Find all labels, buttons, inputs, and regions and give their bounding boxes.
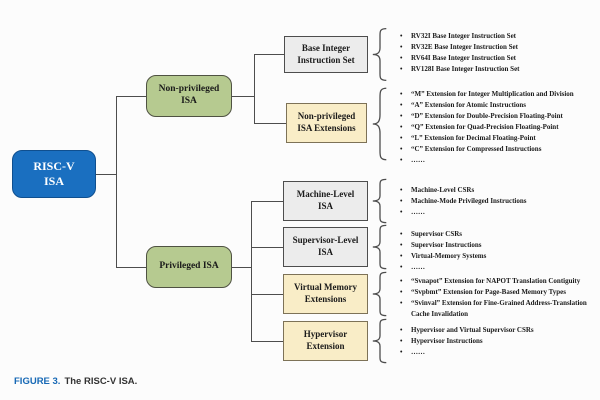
- list-item: “Svpbmt” Extension for Page-Based Memory…: [398, 287, 598, 298]
- list-item: RV32E Base Integer Instruction Set: [398, 42, 598, 53]
- connector-line: [96, 174, 116, 175]
- connector-line: [251, 201, 283, 202]
- connector-line: [251, 341, 283, 342]
- virtual-memory-item-list: “Svnapot” Extension for NAPOT Translatio…: [398, 276, 598, 320]
- connector-line: [254, 123, 286, 124]
- connector-line: [116, 96, 117, 267]
- list-item: Supervisor CSRs: [398, 229, 598, 240]
- figure-caption-text: The RISC-V ISA.: [64, 376, 138, 387]
- list-item: Virtual-Memory Systems: [398, 251, 598, 262]
- box-supervisor-level-isa: Supervisor-Level ISA: [283, 227, 368, 267]
- box-base-integer-instruction-set: Base Integer Instruction Set: [284, 36, 368, 73]
- left-brace-icon: [371, 178, 389, 224]
- list-item: Hypervisor Instructions: [398, 336, 598, 347]
- box-virtual-memory-extensions: Virtual Memory Extensions: [283, 274, 368, 314]
- figure-caption: FIGURE 3.The RISC-V ISA.: [14, 376, 137, 387]
- node-riscv-isa-label-line2: ISA: [43, 174, 64, 188]
- connector-line: [251, 201, 252, 341]
- left-brace-icon: [371, 224, 389, 270]
- list-item: “Svnapot” Extension for NAPOT Translatio…: [398, 276, 598, 287]
- node-non-privileged-isa-label: Non-privileged ISA: [158, 84, 220, 106]
- base-integer-item-list: RV32I Base Integer Instruction SetRV32E …: [398, 31, 598, 75]
- node-privileged-isa-label: Privileged ISA: [159, 261, 219, 272]
- node-non-privileged-isa: Non-privileged ISA: [146, 75, 232, 117]
- list-item: ……: [398, 155, 598, 166]
- box-label: Base Integer Instruction Set: [297, 42, 355, 65]
- node-riscv-isa: RISC-V ISA: [12, 150, 96, 198]
- hypervisor-item-list: Hypervisor and Virtual Supervisor CSRsHy…: [398, 325, 598, 358]
- box-hypervisor-extension: Hypervisor Extension: [283, 321, 368, 361]
- left-brace-icon: [371, 318, 389, 364]
- machine-level-item-list: Machine-Level CSRsMachine-Mode Privilege…: [398, 185, 598, 218]
- box-label: Machine-Level ISA: [296, 189, 355, 211]
- left-brace-icon: [371, 271, 389, 317]
- list-item: RV128I Base Integer Instruction Set: [398, 64, 598, 75]
- box-machine-level-isa: Machine-Level ISA: [283, 181, 368, 221]
- box-non-privileged-isa-extensions: Non-privileged ISA Extensions: [286, 103, 367, 143]
- list-item: Hypervisor and Virtual Supervisor CSRs: [398, 325, 598, 336]
- connector-line: [116, 96, 146, 97]
- connector-line: [254, 54, 255, 123]
- list-item: “A” Extension for Atomic Instructions: [398, 100, 598, 111]
- left-brace-icon: [371, 27, 389, 82]
- node-riscv-isa-label-line1: RISC-V: [33, 159, 75, 173]
- list-item: Machine-Mode Privileged Instructions: [398, 196, 598, 207]
- list-item: RV32I Base Integer Instruction Set: [398, 31, 598, 42]
- connector-line: [232, 267, 251, 268]
- box-label: Non-privileged ISA Extensions: [297, 111, 356, 133]
- list-item: “M” Extension for Integer Multiplication…: [398, 89, 598, 100]
- box-label: Virtual Memory Extensions: [294, 282, 357, 304]
- list-item: ……: [398, 207, 598, 218]
- connector-line: [116, 267, 146, 268]
- connector-line: [251, 294, 283, 295]
- list-item: “Svinval” Extension for Fine-Grained Add…: [398, 298, 598, 320]
- list-item: ……: [398, 262, 598, 273]
- list-item: ……: [398, 347, 598, 358]
- list-item: “C” Extension for Compressed Instruction…: [398, 144, 598, 155]
- list-item: Supervisor Instructions: [398, 240, 598, 251]
- list-item: “Q” Extension for Quad-Precision Floatin…: [398, 122, 598, 133]
- list-item: Machine-Level CSRs: [398, 185, 598, 196]
- left-brace-icon: [371, 86, 389, 162]
- box-label: Hypervisor Extension: [303, 329, 348, 351]
- supervisor-level-item-list: Supervisor CSRsSupervisor InstructionsVi…: [398, 229, 598, 273]
- connector-line: [254, 54, 284, 55]
- list-item: “L” Extension for Decimal Floating-Point: [398, 133, 598, 144]
- figure-caption-label: FIGURE 3.: [14, 376, 61, 387]
- list-item: RV64I Base Integer Instruction Set: [398, 53, 598, 64]
- connector-line: [251, 247, 283, 248]
- non-privileged-ext-item-list: “M” Extension for Integer Multiplication…: [398, 89, 598, 166]
- node-privileged-isa: Privileged ISA: [146, 246, 232, 288]
- connector-line: [232, 96, 254, 97]
- box-label: Supervisor-Level ISA: [292, 235, 359, 257]
- list-item: “D” Extension for Double-Precision Float…: [398, 111, 598, 122]
